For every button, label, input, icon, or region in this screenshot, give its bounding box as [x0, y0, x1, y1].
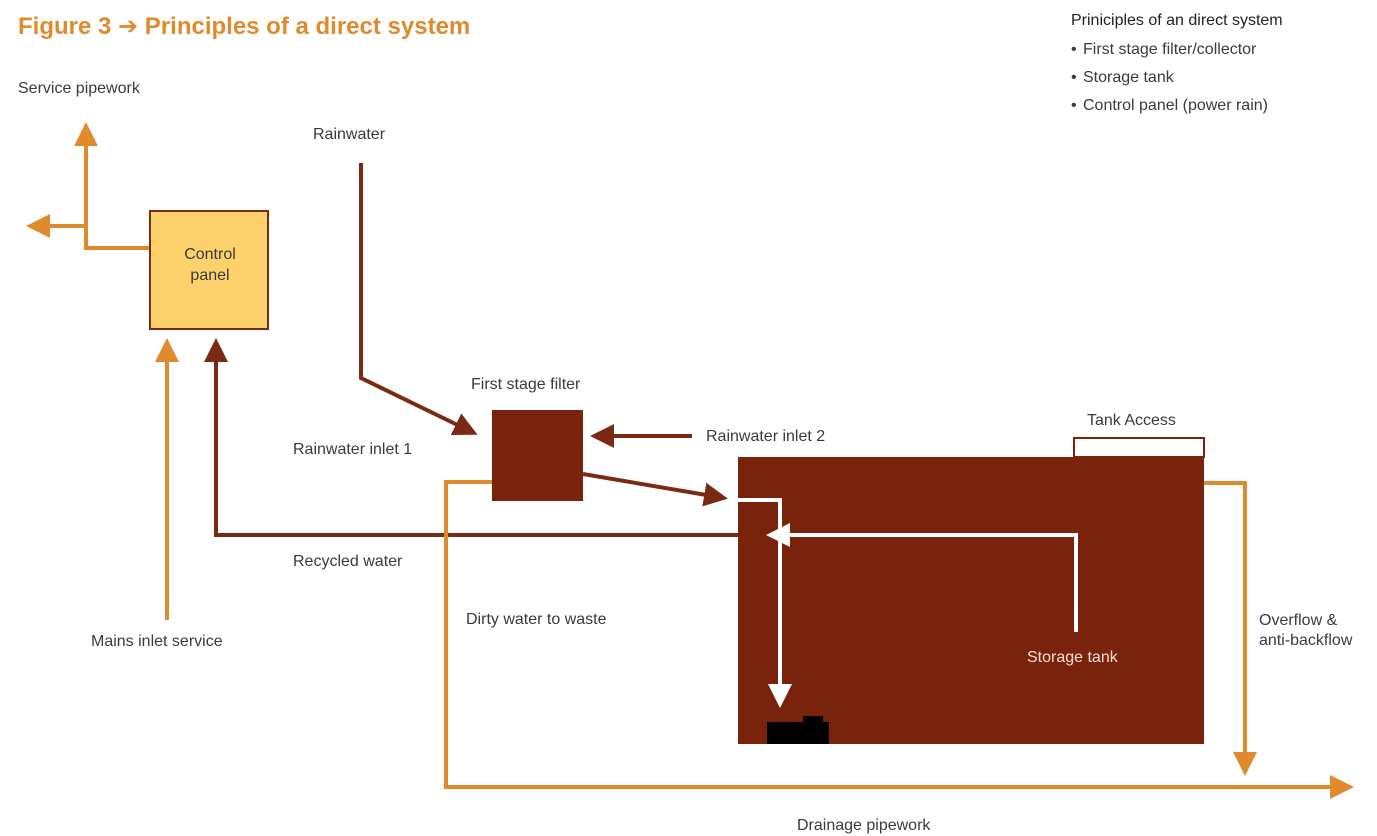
drainage-pipework-label: Drainage pipework: [797, 817, 931, 834]
control-panel-label: Control panel: [184, 246, 236, 284]
rainwater-pipe: [359, 163, 478, 436]
figure-title: Figure 3 ➔ Principles of a direct system: [18, 13, 471, 40]
rainwater-inlet-2-label: Rainwater inlet 2: [706, 428, 826, 445]
storage-tank-label: Storage tank: [1027, 649, 1118, 666]
first-stage-filter-label: First stage filter: [471, 376, 581, 393]
legend-list: •First stage filter/collector •Storage t…: [1071, 36, 1371, 120]
filter-to-tank-pipe: [582, 472, 728, 507]
pump-icon: [767, 716, 829, 744]
overflow-label: Overflow & anti-backflow: [1259, 612, 1353, 649]
dirty-water-pipe: [444, 480, 1354, 799]
recycled-water-label: Recycled water: [293, 553, 403, 570]
recycled-water-pipe: [204, 338, 740, 537]
tank-recycled-pipe: [766, 523, 1078, 632]
legend-item: •Storage tank: [1071, 69, 1174, 86]
tank-access-hatch: [1073, 437, 1205, 458]
service-pipework-label: Service pipework: [18, 80, 140, 97]
control-panel-box: [149, 210, 269, 330]
tank-access-label: Tank Access: [1087, 412, 1176, 429]
storage-tank: [738, 457, 1204, 744]
inlet-to-pump-pipe: [738, 498, 792, 708]
overflow-pipe: [1204, 481, 1257, 776]
legend-item: •Control panel (power rain): [1071, 97, 1268, 114]
rainwater-inlet-1-label: Rainwater inlet 1: [293, 441, 413, 458]
first-stage-filter-box: [492, 410, 583, 501]
service-pipework-pipe: [26, 122, 150, 250]
legend-item: •First stage filter/collector: [1071, 41, 1257, 58]
rainwater-label: Rainwater: [313, 126, 386, 143]
legend: Priniciples of an direct system •First s…: [1071, 12, 1371, 120]
dirty-water-label: Dirty water to waste: [466, 611, 607, 628]
legend-heading: Priniciples of an direct system: [1071, 12, 1283, 29]
mains-inlet-label: Mains inlet service: [91, 633, 223, 650]
